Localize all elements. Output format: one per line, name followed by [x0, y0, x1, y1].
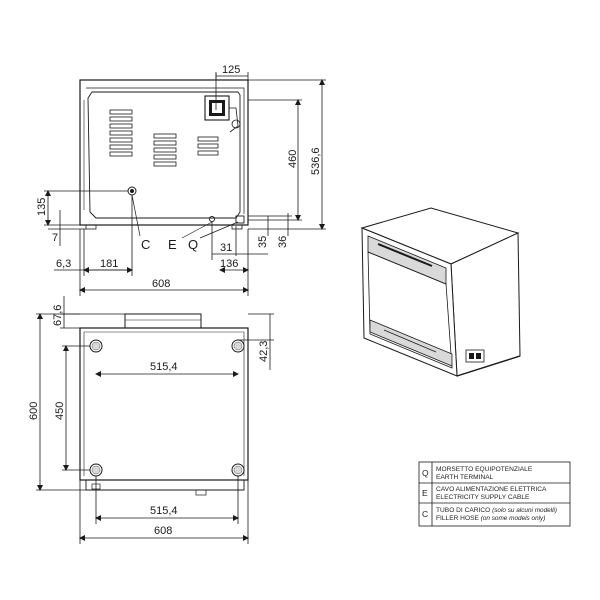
perspective-view — [360, 207, 521, 377]
rear-body-outline — [79, 79, 249, 226]
foot-bottom-left — [89, 463, 103, 477]
top-front-panel — [124, 313, 202, 329]
vent-grille-left — [109, 109, 133, 157]
label-C: C — [141, 237, 150, 252]
legend-c-line2-italic: (on some models only) — [481, 515, 546, 522]
legend-q-line2: EARTH TERMINAL — [436, 474, 494, 481]
supply-cable-socket — [235, 215, 245, 224]
vent-grille-center — [153, 133, 177, 167]
legend-q-line1: MORSETTO EQUIPOTENZIALE — [436, 466, 533, 473]
dim-600: 600 — [28, 402, 40, 420]
label-Q: Q — [188, 237, 198, 252]
dim-608-top: 608 — [154, 525, 172, 537]
legend-table — [418, 461, 571, 527]
dim-515-4-bottom: 515,4 — [150, 505, 178, 517]
vent-grille-right — [197, 136, 219, 156]
top-dimensions — [36, 296, 274, 544]
dim-515-4-top: 515,4 — [150, 361, 178, 373]
dim-42-3: 42,3 — [258, 341, 270, 362]
top-dim-labels: 67,6 42,3 515,4 600 450 515,4 608 — [28, 305, 270, 537]
legend-c-line1: TUBO DI CARICO (solo su alcuni modelli) — [436, 507, 557, 514]
legend-row-e: E CAVO ALIMENTAZIONE ELETTRICA ELECTRICI… — [422, 486, 547, 501]
legend-c-line1-main: TUBO DI CARICO — [436, 507, 490, 514]
dim-450: 450 — [54, 402, 66, 420]
dim-67-6: 67,6 — [52, 305, 64, 326]
foot-top-right — [231, 339, 245, 353]
dim-536-6: 536,6 — [310, 147, 322, 175]
legend-c-line2: FILLER HOSE (on some models only) — [436, 515, 545, 522]
dim-460: 460 — [287, 150, 299, 168]
earth-terminal — [208, 215, 216, 223]
persp-connection-box — [465, 349, 485, 363]
dim-125: 125 — [222, 64, 240, 76]
foot-top-left — [89, 339, 103, 353]
legend-code-c: C — [422, 509, 428, 519]
dim-31: 31 — [220, 242, 232, 254]
legend-row-c: C TUBO DI CARICO (solo su alcuni modelli… — [422, 507, 557, 522]
legend-row-q: Q MORSETTO EQUIPOTENZIALE EARTH TERMINAL — [422, 466, 533, 481]
dim-181: 181 — [100, 258, 118, 270]
dim-7: 7 — [52, 232, 58, 244]
legend-code-e: E — [422, 488, 428, 498]
rear-dim-labels: 125 460 536,6 135 7 35 36 31 136 6,3 181… — [36, 64, 322, 290]
persp-control-strip — [369, 319, 453, 367]
foot-bottom-right — [231, 463, 245, 477]
top-body-outline — [79, 327, 249, 481]
dim-136: 136 — [220, 258, 238, 270]
rear-view — [79, 79, 249, 239]
legend-rows: Q MORSETTO EQUIPOTENZIALE EARTH TERMINAL… — [422, 466, 557, 522]
dim-36: 36 — [277, 236, 289, 248]
rear-dimensions — [44, 72, 326, 296]
legend-c-line1-italic: (solo su alcuni modelli) — [492, 507, 557, 514]
label-E: E — [168, 237, 177, 252]
dim-608-rear: 608 — [152, 278, 170, 290]
dim-135: 135 — [36, 198, 48, 216]
dim-35: 35 — [257, 236, 269, 248]
legend-e-line1: CAVO ALIMENTAZIONE ELETTRICA — [436, 486, 547, 493]
top-rear-lip — [85, 480, 245, 491]
legend-e-line2: ELECTRICITY SUPPLY CABLE — [436, 494, 530, 501]
legend-code-q: Q — [422, 468, 429, 478]
rear-connection-box — [204, 95, 241, 133]
legend-c-line2-main: FILLER HOSE — [436, 515, 479, 522]
top-view — [79, 313, 249, 496]
dim-6-3: 6,3 — [56, 258, 71, 270]
